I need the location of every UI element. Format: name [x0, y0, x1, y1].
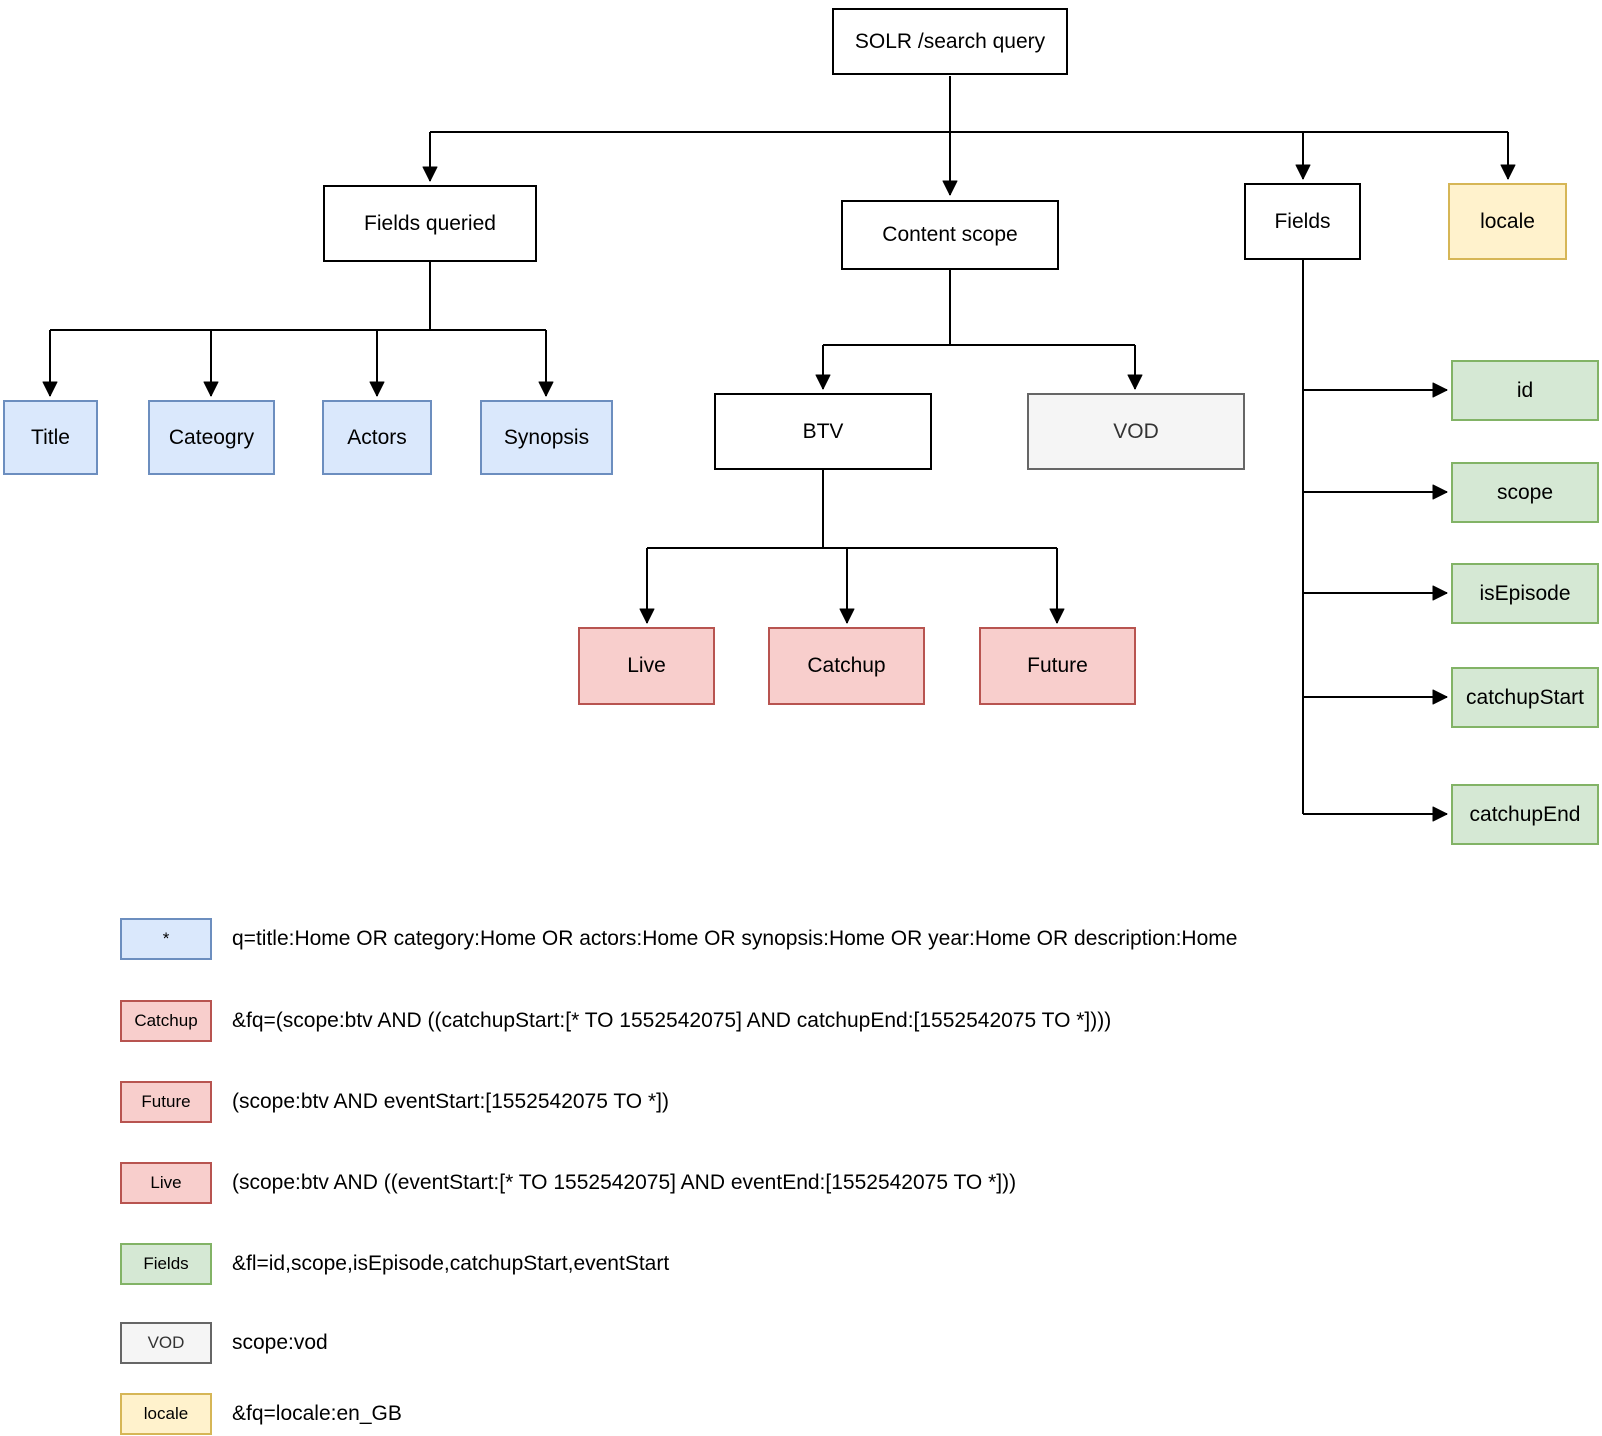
- legend-row-vod: VOD scope:vod: [120, 1322, 328, 1364]
- legend-row-query: * q=title:Home OR category:Home OR actor…: [120, 918, 1237, 960]
- legend-swatch-live: Live: [120, 1162, 212, 1204]
- node-title: Title: [3, 400, 98, 475]
- node-field-catchupend: catchupEnd: [1451, 784, 1599, 845]
- legend-text-live: (scope:btv AND ((eventStart:[* TO 155254…: [232, 1171, 1017, 1194]
- node-content-scope: Content scope: [841, 200, 1059, 270]
- node-solr-search-query: SOLR /search query: [832, 8, 1068, 75]
- legend-text-future: (scope:btv AND eventStart:[1552542075 TO…: [232, 1090, 669, 1113]
- legend-row-catchup: Catchup &fq=(scope:btv AND ((catchupStar…: [120, 1000, 1111, 1042]
- legend-text-fields: &fl=id,scope,isEpisode,catchupStart,even…: [232, 1252, 670, 1275]
- legend-swatch-catchup: Catchup: [120, 1000, 212, 1042]
- node-fields: Fields: [1244, 183, 1361, 260]
- legend-swatch-wildcard: *: [120, 918, 212, 960]
- node-synopsis: Synopsis: [480, 400, 613, 475]
- node-catchup: Catchup: [768, 627, 925, 705]
- node-vod: VOD: [1027, 393, 1245, 470]
- legend-row-live: Live (scope:btv AND ((eventStart:[* TO 1…: [120, 1162, 1016, 1204]
- legend-text-query: q=title:Home OR category:Home OR actors:…: [232, 927, 1238, 950]
- legend-swatch-vod: VOD: [120, 1322, 212, 1364]
- node-field-id: id: [1451, 360, 1599, 421]
- node-actors: Actors: [322, 400, 432, 475]
- legend-swatch-locale: locale: [120, 1393, 212, 1435]
- node-field-isepisode: isEpisode: [1451, 563, 1599, 624]
- legend-text-catchup: &fq=(scope:btv AND ((catchupStart:[* TO …: [232, 1009, 1112, 1032]
- legend-swatch-fields: Fields: [120, 1243, 212, 1285]
- node-category: Cateogry: [148, 400, 275, 475]
- connector-lines: [42, 76, 1516, 822]
- legend-text-vod: scope:vod: [232, 1331, 328, 1354]
- node-field-scope: scope: [1451, 462, 1599, 523]
- node-btv: BTV: [714, 393, 932, 470]
- legend-row-fields: Fields &fl=id,scope,isEpisode,catchupSta…: [120, 1243, 669, 1285]
- node-live: Live: [578, 627, 715, 705]
- legend-row-future: Future (scope:btv AND eventStart:[155254…: [120, 1081, 669, 1123]
- node-fields-queried: Fields queried: [323, 185, 537, 262]
- node-future: Future: [979, 627, 1136, 705]
- legend-swatch-future: Future: [120, 1081, 212, 1123]
- node-locale: locale: [1448, 183, 1567, 260]
- legend-row-locale: locale &fq=locale:en_GB: [120, 1393, 402, 1435]
- node-field-catchupstart: catchupStart: [1451, 667, 1599, 728]
- legend-text-locale: &fq=locale:en_GB: [232, 1402, 402, 1425]
